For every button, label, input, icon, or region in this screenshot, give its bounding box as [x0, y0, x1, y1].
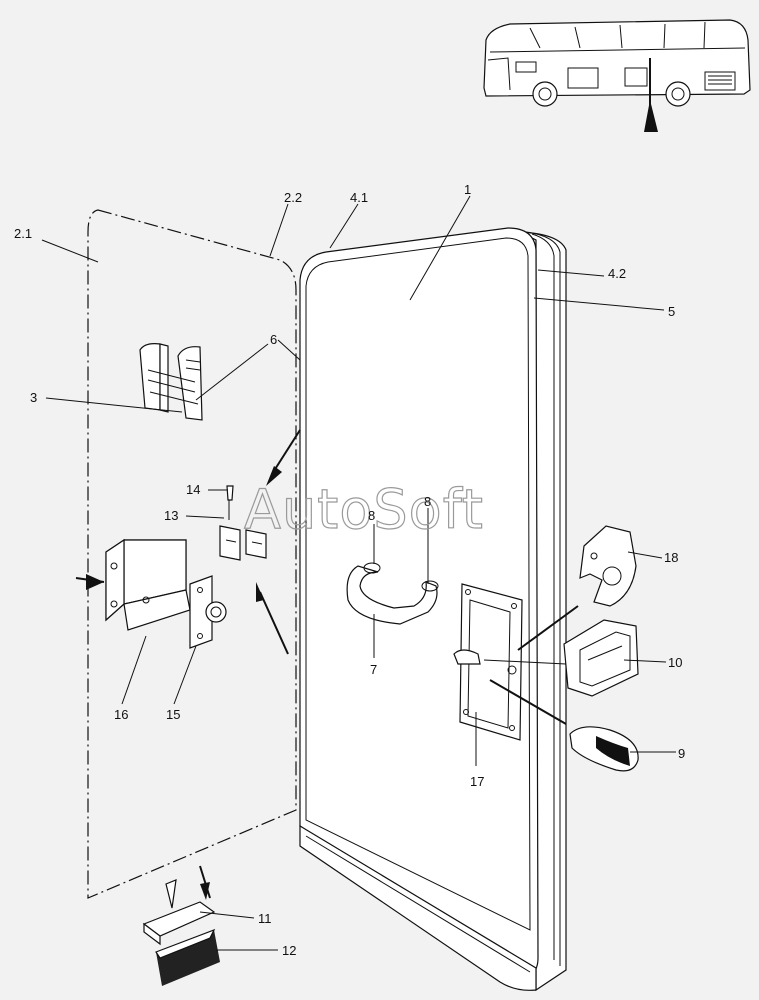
bus-locator-illustration: [483, 19, 751, 132]
brush-strip-12: [155, 928, 220, 986]
callout-16: 16: [114, 707, 128, 722]
callout-8b: 8: [424, 494, 431, 509]
callout-14: 14: [186, 482, 200, 497]
door-leaf-1: [299, 227, 567, 992]
screw-14: [226, 485, 234, 520]
callout-13: 13: [164, 508, 178, 523]
lock-bracket-16: [105, 538, 191, 631]
grab-handle-7: [346, 562, 439, 625]
callout-11: 11: [258, 911, 272, 926]
callout-8a: 8: [368, 508, 375, 523]
callout-6: 6: [270, 332, 277, 347]
leader-lines: [41, 195, 676, 951]
inner-panel-outline: [87, 209, 297, 899]
callout-2-2: 2.2: [284, 190, 302, 205]
callout-12: 12: [282, 943, 296, 958]
callout-1: 1: [464, 182, 471, 197]
watermark: AutoSoft: [244, 478, 484, 541]
hinge-bracket-13: [219, 525, 267, 561]
callout-9: 9: [678, 746, 685, 761]
callout-3: 3: [30, 390, 37, 405]
callout-2-1: 2.1: [14, 226, 32, 241]
callout-labels: 1 2.1 2.2 3 4.1 4.2 5 6 7 8 8 9 10 11 12…: [14, 182, 685, 958]
knob-9: [569, 726, 639, 772]
callout-5: 5: [668, 304, 675, 319]
callout-17: 17: [470, 774, 484, 789]
callout-4-1: 4.1: [350, 190, 368, 205]
lock-cover-18: [579, 525, 637, 607]
callout-18: 18: [664, 550, 678, 565]
assembly-arrows: [75, 429, 579, 900]
lock-plate-17: [453, 583, 523, 741]
striker-plate-15: [189, 575, 227, 649]
bracket-11: [142, 879, 216, 946]
callout-15: 15: [166, 707, 180, 722]
callout-10: 10: [668, 655, 682, 670]
seal-profile-3: [139, 343, 203, 421]
callout-4-2: 4.2: [608, 266, 626, 281]
recessed-handle-10: [563, 619, 639, 697]
callout-7: 7: [370, 662, 377, 677]
